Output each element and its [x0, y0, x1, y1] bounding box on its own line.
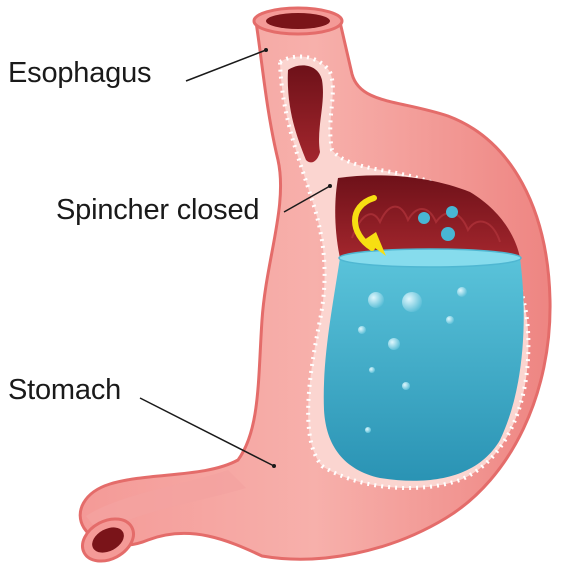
esophagus-leader-line [186, 50, 266, 81]
esophagus-label: Esophagus [8, 59, 151, 88]
gastric-fluid [324, 258, 524, 481]
fluid-surface [339, 249, 521, 267]
stomach-label: Stomach [8, 376, 121, 405]
sphincter-closed-label: Spincher closed [56, 196, 259, 225]
